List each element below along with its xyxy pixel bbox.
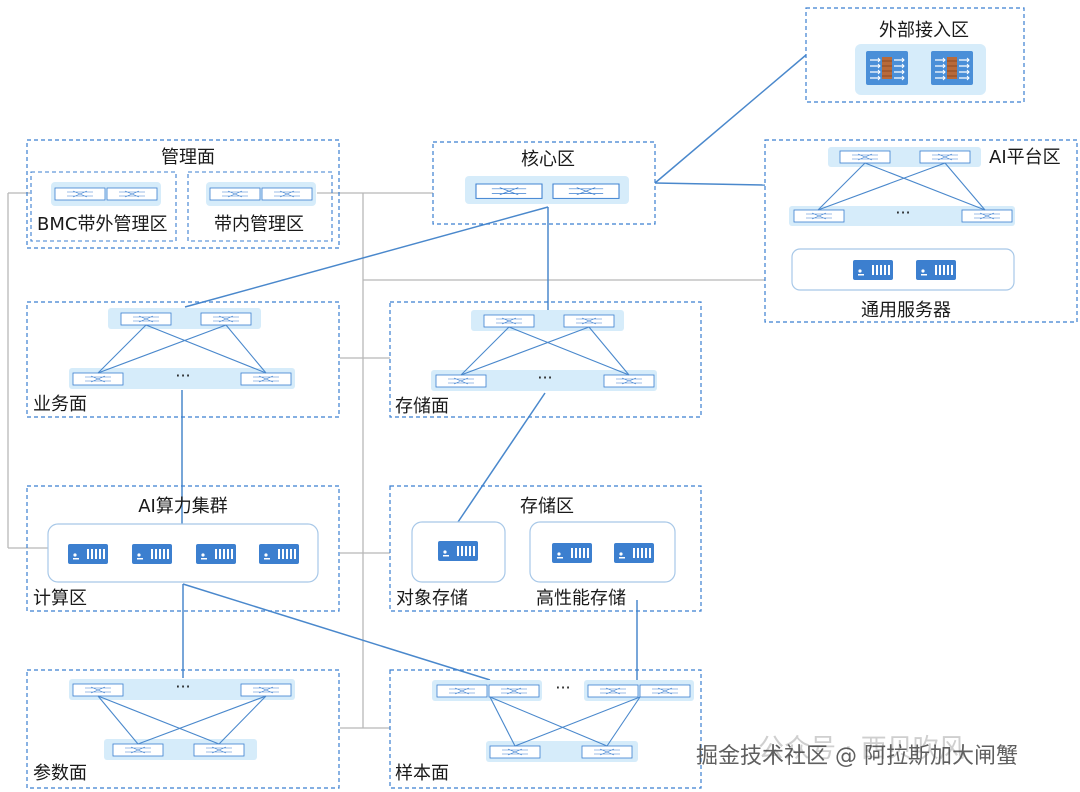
- faded-watermark: 公众号 · 西贝吹风: [758, 734, 965, 764]
- zone-ai-platform-label: AI平台区: [989, 147, 1061, 168]
- zone-storage-area-label: 存储区: [520, 496, 574, 517]
- switch-icon: [839, 150, 891, 164]
- switch-icon: [489, 745, 541, 759]
- server-icon: [196, 544, 236, 564]
- switch-icon: [112, 743, 164, 757]
- switch-icon: [261, 187, 313, 201]
- switch-icon: [240, 683, 292, 697]
- watermark: 掘金技术社区 @ 阿拉斯加大闸蟹: [696, 744, 1018, 769]
- switch-icon: [603, 374, 655, 388]
- switch-icon: [483, 314, 535, 328]
- zone-management-label: 管理面: [161, 147, 215, 168]
- server-icon: [614, 543, 654, 563]
- server-icon: [916, 260, 956, 280]
- server-icon: [552, 543, 592, 563]
- switch-icon: [436, 684, 488, 698]
- switch-icon: [919, 150, 971, 164]
- ellipsis: ···: [175, 366, 190, 385]
- switch-icon: [435, 374, 487, 388]
- zone-business-plane: ··· 业务面: [26, 301, 340, 418]
- server-icon: [68, 544, 108, 564]
- zone-hp-storage-label: 高性能存储: [536, 588, 626, 609]
- zone-storage-area: 存储区 对象存储 高性能存储: [389, 485, 702, 612]
- switch-icon: [120, 312, 172, 326]
- switch-icon: [193, 743, 245, 757]
- switch-icon: [209, 187, 261, 201]
- server-icon: [853, 260, 893, 280]
- zone-bmc-label: BMC带外管理区: [37, 214, 167, 235]
- ellipsis: ···: [895, 203, 910, 222]
- switch-icon: [587, 684, 639, 698]
- switch-icon: [563, 314, 615, 328]
- switch-icon: [488, 684, 540, 698]
- ellipsis: ···: [537, 368, 552, 387]
- zone-inband-label: 带内管理区: [214, 214, 304, 235]
- switch-icon: [961, 209, 1013, 223]
- zone-object-storage-label: 对象存储: [396, 588, 468, 609]
- ellipsis: ···: [555, 678, 570, 697]
- zone-core: 核心区: [432, 141, 656, 225]
- ellipsis: ···: [175, 677, 190, 696]
- switch-icon: [793, 209, 845, 223]
- zone-external-access: 外部接入区: [805, 7, 1025, 103]
- zone-storage-plane-label: 存储面: [395, 396, 449, 417]
- zone-storage-plane: ··· 存储面: [389, 301, 702, 418]
- zone-external-access-label: 外部接入区: [879, 20, 969, 41]
- switch-icon: [475, 183, 543, 199]
- firewall-icon: [930, 50, 974, 86]
- zone-compute-label: 计算区: [33, 588, 87, 609]
- zone-business-label: 业务面: [33, 394, 87, 415]
- switch-icon: [639, 684, 691, 698]
- zone-ai-compute-cluster: AI算力集群 计算区: [26, 485, 340, 612]
- zone-parameter-plane: ··· 参数面: [26, 669, 340, 789]
- zone-parameter-label: 参数面: [33, 763, 87, 784]
- zone-general-server-label: 通用服务器: [861, 300, 951, 321]
- gray-backbone-links: [7, 192, 765, 729]
- switch-icon: [106, 187, 158, 201]
- switch-icon: [552, 183, 620, 199]
- switch-icon: [240, 372, 292, 386]
- zone-sample-label: 样本面: [395, 763, 449, 784]
- zone-ai-cluster-label: AI算力集群: [138, 496, 228, 517]
- switch-icon: [581, 745, 633, 759]
- switch-icon: [54, 187, 106, 201]
- zone-management-plane: 管理面 BMC带外管理区 带内管理区: [26, 139, 340, 249]
- zone-core-label: 核心区: [521, 149, 575, 170]
- firewall-icon: [865, 50, 909, 86]
- switch-icon: [200, 312, 252, 326]
- zone-sample-plane: ··· 样本面: [389, 669, 702, 789]
- server-icon: [132, 544, 172, 564]
- server-icon: [438, 541, 478, 561]
- zone-ai-platform: AI平台区 ··· 通用服务器: [764, 139, 1078, 323]
- server-icon: [259, 544, 299, 564]
- switch-icon: [72, 372, 124, 386]
- switch-icon: [72, 683, 124, 697]
